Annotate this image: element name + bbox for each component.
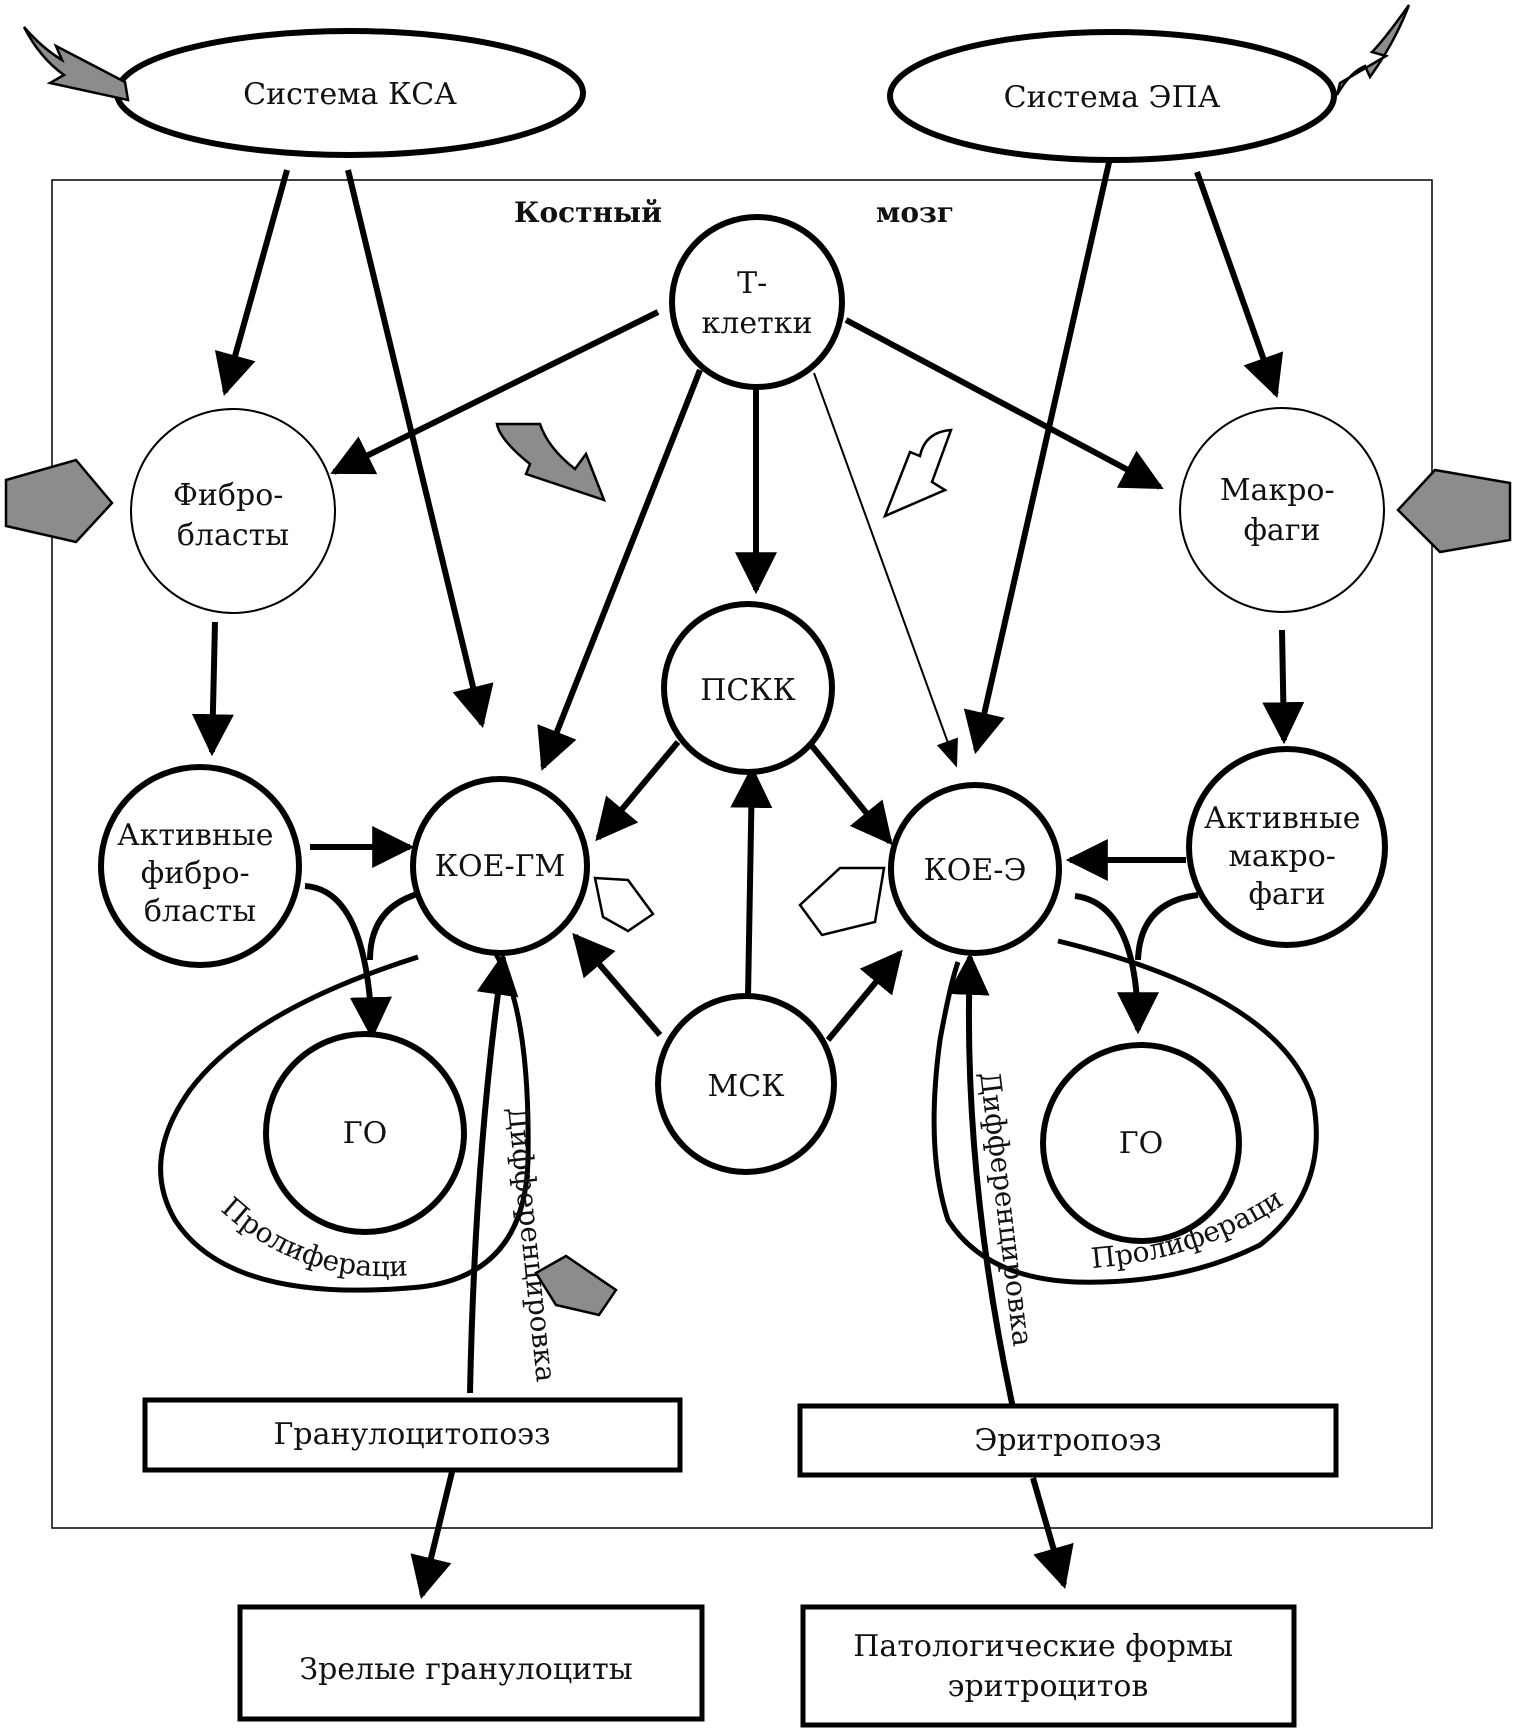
arrow-tcells-to-macrophages — [844, 317, 1164, 490]
arrow-erythropoiesis-to-koe-e — [947, 952, 1016, 1409]
pathological-forms-box — [800, 1604, 1297, 1728]
arrow-epa-to-macrophages — [1194, 170, 1284, 398]
tcells-line-2: клетки — [702, 306, 813, 341]
arrow-psck-to-koe-gm — [595, 740, 681, 842]
mature-granulocytes-label: Зрелые гранулоциты — [299, 1652, 632, 1687]
arrow-macrophages-to-active — [1262, 629, 1305, 745]
active-fibroblasts-line-1: Активные — [117, 818, 274, 853]
arrow-koe-e-to-go — [1074, 893, 1159, 1035]
fibroblasts-line-2: бласты — [177, 518, 289, 553]
arrow-fibroblasts-to-active — [191, 621, 234, 757]
bone-marrow-frame — [51, 179, 1433, 1529]
active-fibroblasts-line-2: фибро- — [141, 856, 250, 891]
fibroblasts-node — [130, 408, 336, 614]
proliferation-loop-left — [158, 943, 531, 1293]
erythropoiesis-label: Эритропоэз — [974, 1423, 1161, 1458]
granulocytopoiesis-label: Гранулоцитопоэз — [274, 1417, 551, 1452]
fibroblasts-label: Фибро- бласты — [173, 478, 293, 553]
macrophages-label: Макро- фаги — [1220, 473, 1344, 548]
arrow-active-fibroblasts-to-go — [304, 883, 392, 1040]
arrow-msk-to-koe-gm — [572, 932, 663, 1037]
psck-label: ПСКК — [700, 673, 796, 708]
msk-node — [655, 993, 837, 1175]
tcells-line-1: Т- — [737, 266, 767, 301]
msk-label: МСК — [708, 1069, 785, 1104]
koe-e-node — [888, 782, 1062, 956]
pentagon-gray-right — [1396, 468, 1512, 554]
pentagon-gray-bottom — [534, 1254, 618, 1317]
psck-node — [661, 601, 835, 775]
pentagon-white-left — [593, 876, 655, 933]
erythropoiesis-box — [797, 1403, 1339, 1478]
go-left-node — [263, 1031, 467, 1235]
arrow-tcells-to-koe-gm — [537, 368, 703, 771]
mature-granulocytes-box — [237, 1604, 705, 1722]
active-fibroblasts-line-3: бласты — [144, 894, 256, 929]
curved-arrow-gray-top-left — [22, 26, 130, 102]
macrophages-line-2: фаги — [1243, 513, 1320, 548]
koe-e-label: КОЕ-Э — [924, 853, 1027, 888]
tcells-label: Т- клетки — [702, 266, 813, 341]
arrow-epa-to-koe-e — [963, 157, 1113, 755]
pentagon-white-right — [798, 866, 886, 937]
epa-system-node — [887, 29, 1337, 163]
macrophages-node — [1179, 407, 1385, 613]
active-macrophages-label: Активные макро- фаги — [1204, 801, 1370, 912]
arrow-msk-to-psck — [730, 765, 773, 998]
ksa-system-label: Система КСА — [243, 77, 457, 112]
arrow-tcells-to-fibroblasts — [330, 309, 660, 475]
koe-gm-label: КОЕ-ГМ — [435, 849, 565, 884]
active-macrophages-line-1: Активные — [1204, 801, 1361, 836]
arrow-psck-to-koe-e — [809, 744, 893, 846]
arrow-msk-to-koe-e — [825, 949, 903, 1042]
fibroblasts-line-1: Фибро- — [173, 478, 283, 513]
active-fibroblasts-node — [98, 764, 302, 968]
tcells-node — [669, 214, 845, 390]
arrow-tcells-to-koe-e — [813, 372, 958, 768]
arrow-granulocytopoiesis-to-mature — [410, 1471, 455, 1600]
pathological-forms-line-2: эритроцитов — [948, 1669, 1149, 1704]
macrophages-line-1: Макро- — [1220, 473, 1335, 508]
granulocytopoiesis-box — [142, 1397, 683, 1473]
go-left-label: ГО — [343, 1116, 387, 1151]
frame-title-left: Костный — [514, 196, 662, 229]
active-macrophages-line-3: фаги — [1248, 877, 1325, 912]
arrow-ksa-to-fibroblasts — [214, 169, 290, 397]
proliferation-loop-right — [931, 938, 1319, 1285]
curved-arrow-white-middle — [882, 428, 953, 519]
pathological-forms-label: Патологические формы эритроцитов — [853, 1629, 1242, 1704]
pathological-forms-line-1: Патологические формы — [853, 1629, 1233, 1664]
arrow-erythropoiesis-to-pathological — [1030, 1477, 1074, 1590]
koe-gm-node — [410, 776, 590, 956]
curved-arrow-gray-middle — [495, 422, 607, 503]
epa-system-label: Система ЭПА — [1004, 80, 1221, 115]
frame-title-right: мозг — [876, 196, 954, 229]
arrow-granulocytopoiesis-to-koe-gm — [467, 952, 519, 1394]
active-macrophages-node — [1186, 746, 1388, 948]
go-right-label: ГО — [1119, 1126, 1163, 1161]
differentiation-left-label: Дифференцировка — [501, 1105, 563, 1383]
arrow-active-macrophages-to-go — [1135, 892, 1199, 961]
active-fibroblasts-label: Активные фибро- бласты — [117, 818, 283, 929]
arrow-ksa-to-koe-gm — [345, 169, 494, 729]
go-right-node — [1040, 1042, 1242, 1244]
active-macrophages-line-2: макро- — [1229, 839, 1336, 874]
pentagon-gray-left — [4, 458, 114, 544]
curved-arrow-gray-top-right — [1335, 4, 1411, 96]
